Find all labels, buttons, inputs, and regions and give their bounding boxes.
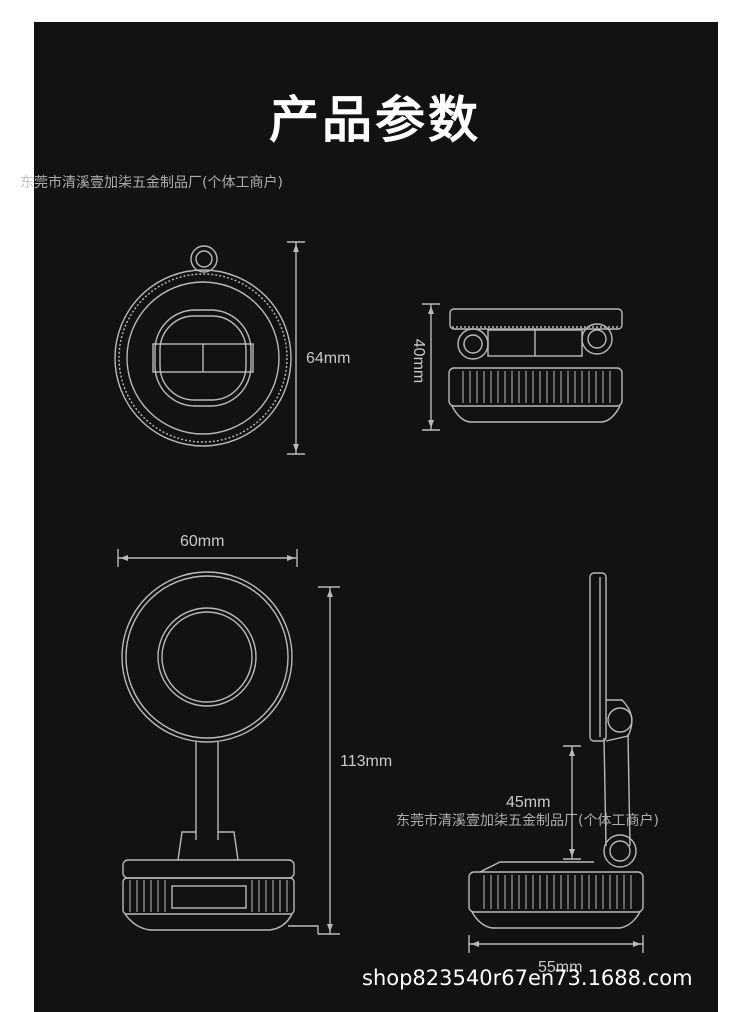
dimension-label-64mm: 64mm bbox=[306, 350, 351, 367]
side-view-extended-drawing bbox=[468, 572, 644, 953]
page-title: 产品参数 bbox=[269, 91, 481, 149]
dimension-label-113mm: 113mm bbox=[340, 753, 393, 770]
dimension-label-45mm: 45mm bbox=[506, 794, 551, 811]
side-view-folded-drawing bbox=[422, 303, 623, 431]
dimension-label-40mm: 40mm bbox=[410, 338, 428, 384]
front-view-drawing bbox=[117, 549, 340, 935]
dimension-label-60mm: 60mm bbox=[180, 533, 225, 550]
watermark-bottom: 东莞市清溪壹加柒五金制品厂(个体工商户) bbox=[396, 813, 659, 829]
top-view-drawing bbox=[114, 241, 305, 455]
dimension-label-55mm: 55mm bbox=[538, 959, 583, 976]
watermark-top: 东莞市清溪壹加柒五金制品厂(个体工商户) bbox=[20, 175, 283, 191]
shop-url-watermark: shop823540r67en73.1688.com bbox=[362, 966, 693, 990]
